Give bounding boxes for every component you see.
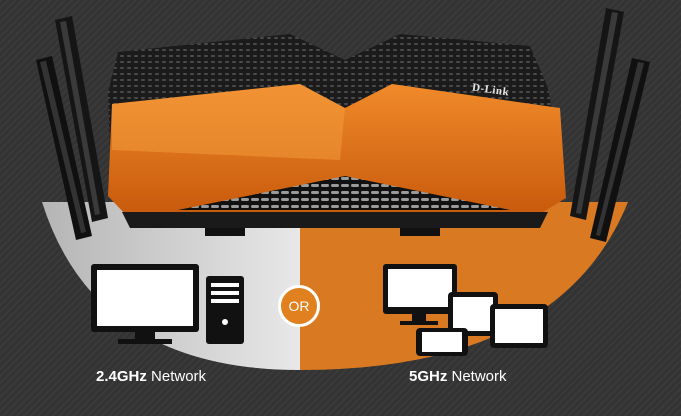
tablet-icon bbox=[448, 292, 498, 336]
router-body bbox=[108, 34, 566, 236]
monitor-icon bbox=[91, 264, 199, 344]
band-name: 5GHz bbox=[409, 368, 448, 385]
network-label-5ghz: 5GHz Network bbox=[409, 368, 507, 385]
network-suffix: Network bbox=[146, 368, 207, 385]
right-antennas bbox=[570, 8, 650, 242]
network-label-2-4ghz: 2.4GHz Network bbox=[96, 368, 206, 385]
or-badge: OR bbox=[278, 285, 320, 327]
band-name: 2.4GHz bbox=[96, 368, 147, 385]
small-monitor-icon bbox=[383, 264, 457, 325]
left-antennas bbox=[36, 16, 108, 240]
network-suffix: Network bbox=[447, 368, 507, 385]
phone-icon bbox=[416, 328, 468, 356]
right-band-panel bbox=[300, 202, 628, 370]
tablet-icon-large bbox=[490, 304, 548, 348]
desktop-tower-icon bbox=[206, 276, 244, 344]
